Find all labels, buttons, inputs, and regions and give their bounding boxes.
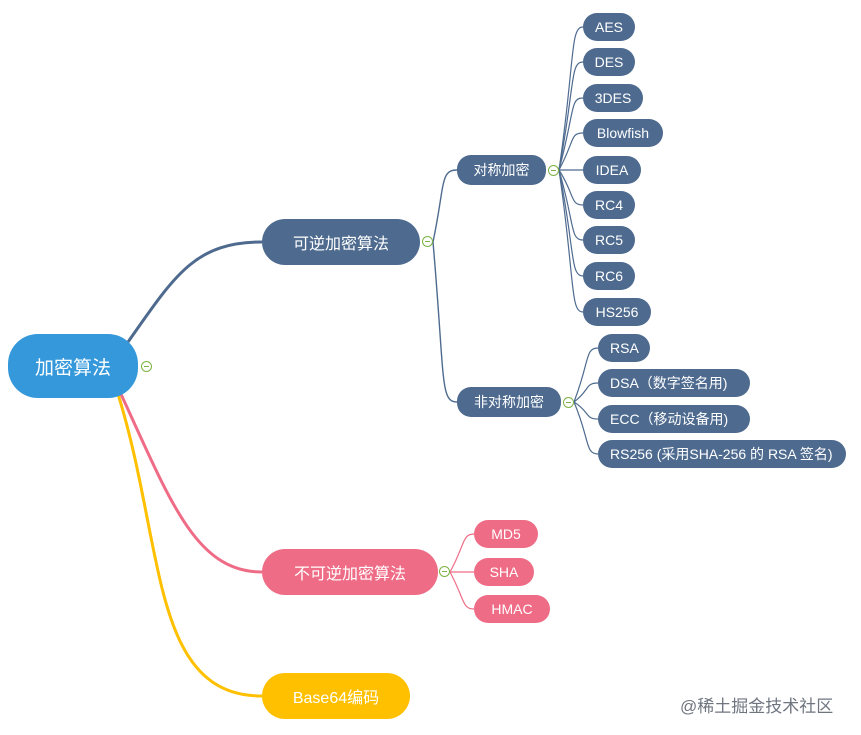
- leaf-des[interactable]: DES: [583, 48, 635, 76]
- link-reversible-symmetric: [432, 169, 458, 243]
- root-node[interactable]: 加密算法: [8, 334, 138, 398]
- link-sym-rc6: [558, 169, 584, 277]
- leaf-hmac[interactable]: HMAC: [474, 595, 550, 623]
- leaf-aes[interactable]: AES: [583, 13, 635, 41]
- link-root-irreversible: [118, 391, 263, 574]
- collapse-irreversible-icon[interactable]: [439, 566, 450, 577]
- symmetric-node[interactable]: 对称加密: [457, 155, 546, 185]
- link-sym-rc4: [558, 169, 584, 206]
- leaf-ecc[interactable]: ECC（移动设备用): [598, 405, 750, 433]
- leaf-rc5[interactable]: RC5: [583, 226, 635, 254]
- leaf-idea[interactable]: IDEA: [583, 156, 641, 184]
- leaf-rc6[interactable]: RC6: [583, 262, 635, 290]
- reversible-node[interactable]: 可逆加密算法: [262, 219, 420, 265]
- link-reversible-asymmetric: [432, 241, 458, 403]
- leaf-3des[interactable]: 3DES: [583, 84, 643, 112]
- link-irr-hmac: [449, 571, 475, 610]
- leaf-md5[interactable]: MD5: [474, 520, 538, 548]
- link-sym-hs256: [558, 169, 584, 313]
- link-asym-dsa: [573, 382, 599, 403]
- leaf-rc4[interactable]: RC4: [583, 191, 635, 219]
- asymmetric-node[interactable]: 非对称加密: [457, 387, 561, 417]
- collapse-root-icon[interactable]: [141, 361, 152, 372]
- link-sym-aes: [558, 26, 584, 171]
- link-root-base64: [116, 393, 263, 698]
- irreversible-node[interactable]: 不可逆加密算法: [262, 549, 438, 595]
- link-asym-rs256: [573, 401, 599, 455]
- link-sym-blowfish: [558, 132, 584, 171]
- leaf-rs256[interactable]: RS256 (采用SHA-256 的 RSA 签名): [598, 440, 846, 468]
- watermark-text: @稀土掘金技术社区: [680, 697, 834, 716]
- link-sym-rc5: [558, 169, 584, 241]
- link-sym-3des: [558, 97, 584, 171]
- leaf-blowfish[interactable]: Blowfish: [583, 119, 663, 147]
- link-irr-md5: [449, 533, 475, 573]
- link-asym-ecc: [573, 401, 599, 420]
- collapse-asymmetric-icon[interactable]: [563, 397, 574, 408]
- link-asym-rsa: [573, 347, 599, 403]
- leaf-sha[interactable]: SHA: [474, 558, 534, 586]
- base64-node[interactable]: Base64编码: [262, 673, 410, 719]
- leaf-rsa[interactable]: RSA: [598, 334, 650, 362]
- leaf-hs256[interactable]: HS256: [583, 298, 651, 326]
- collapse-reversible-icon[interactable]: [422, 236, 433, 247]
- collapse-symmetric-icon[interactable]: [548, 165, 559, 176]
- link-root-reversible: [126, 240, 263, 343]
- link-sym-des: [558, 61, 584, 171]
- leaf-dsa[interactable]: DSA（数字签名用): [598, 369, 750, 397]
